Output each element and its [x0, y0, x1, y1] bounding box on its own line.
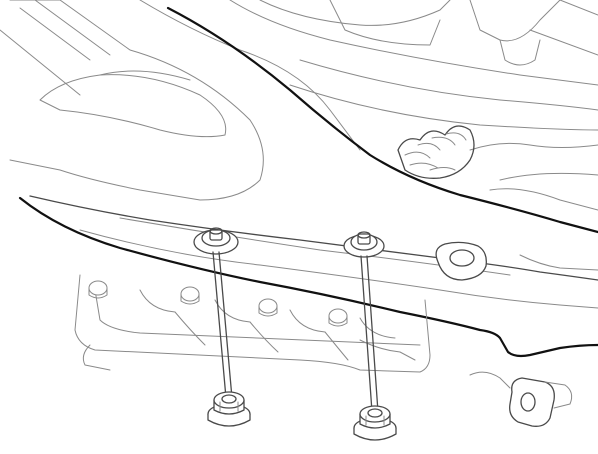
subframe-boss — [435, 241, 487, 281]
coil-spring-assembly — [397, 125, 475, 179]
mounting-stud-right — [343, 231, 385, 258]
lower-bracket — [74, 274, 431, 373]
bracket-bolt-3 — [258, 298, 278, 317]
subframe-member — [18, 195, 598, 358]
bracket-bolt-1 — [88, 280, 108, 299]
body-panel-edge-upper — [166, 6, 598, 234]
bracket-bolt-heads — [88, 280, 348, 327]
bracket-bolt-4 — [328, 308, 348, 327]
sensor-connector — [469, 371, 573, 427]
flange-nut-right — [353, 405, 397, 441]
bracket-bolt-2 — [180, 286, 200, 305]
upper-body-structure — [0, 0, 598, 211]
mounting-stud-left — [193, 227, 239, 255]
flange-nut-left — [207, 391, 251, 427]
exploded-view-guide-lines — [212, 251, 379, 413]
